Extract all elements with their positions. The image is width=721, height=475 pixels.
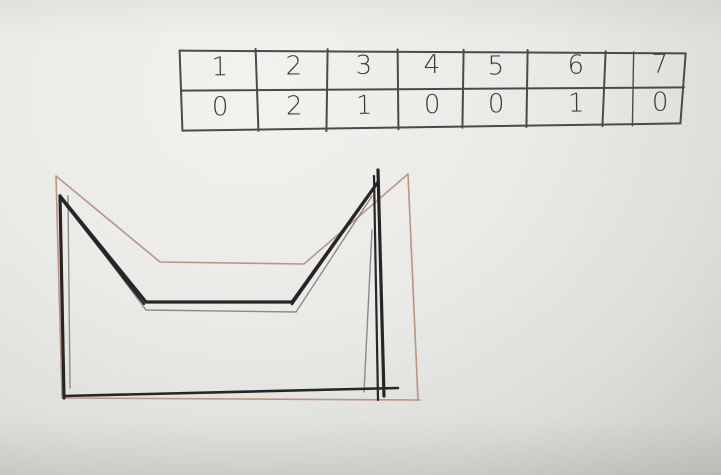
grey-pencil-outline — [64, 196, 372, 392]
dark-pencil-shape — [60, 170, 398, 400]
